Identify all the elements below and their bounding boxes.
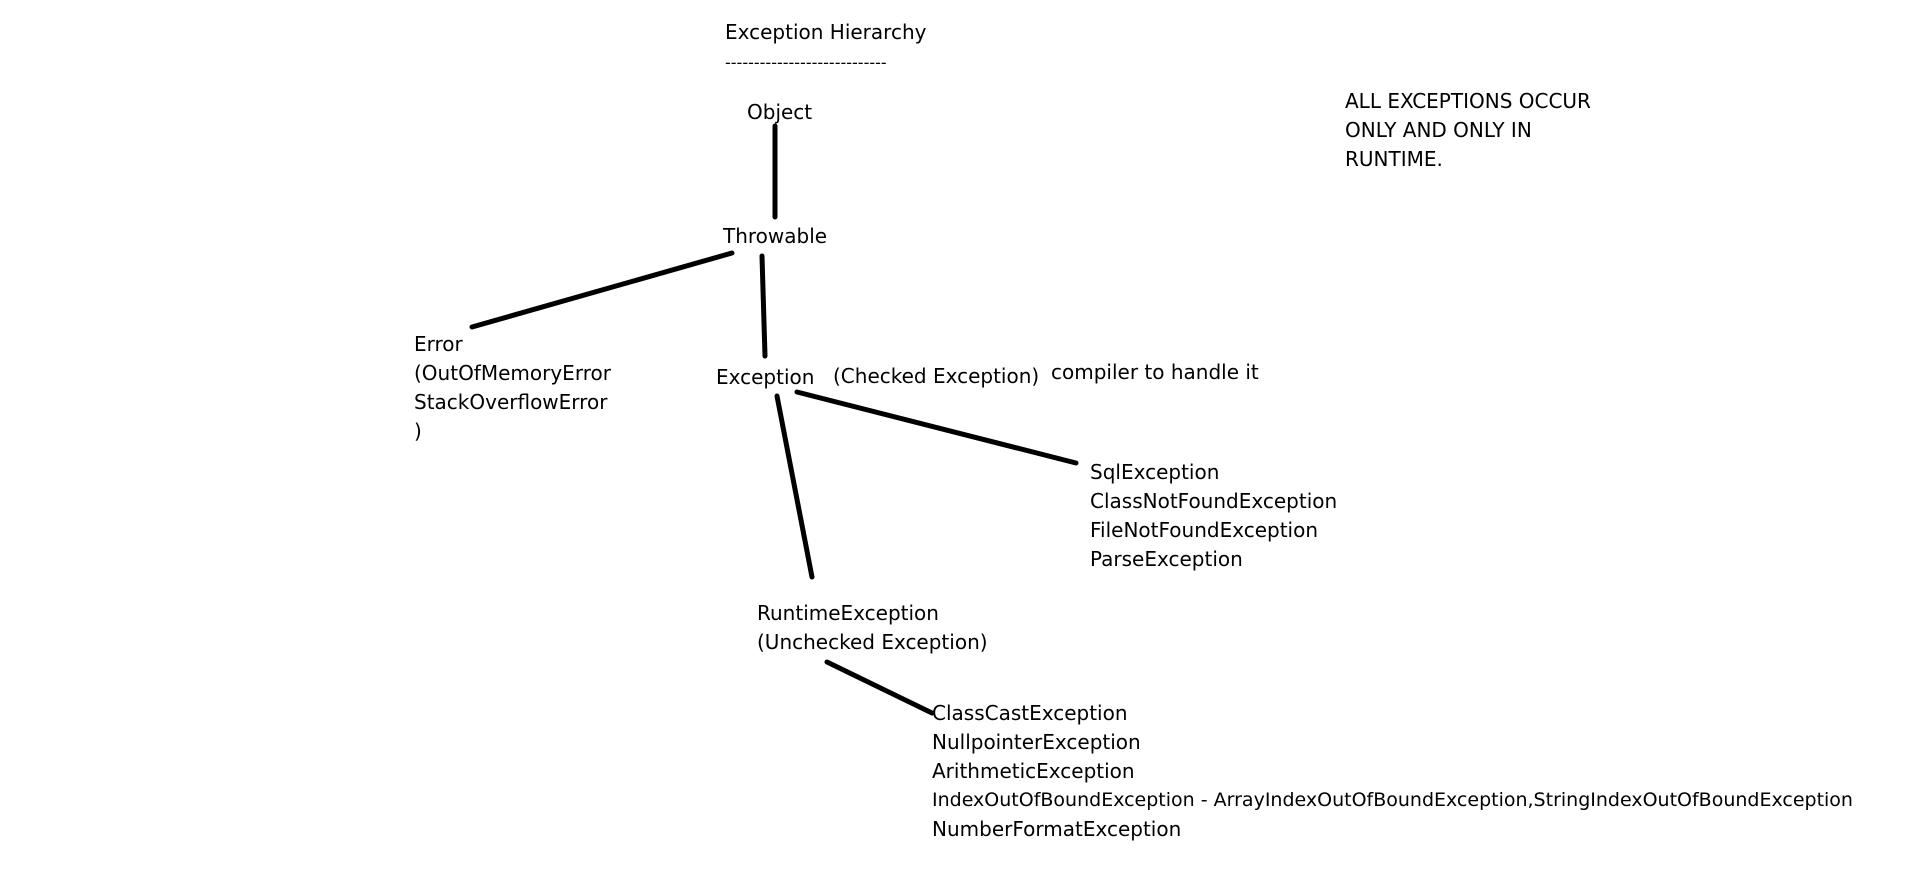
runtime-line: RuntimeException [757, 601, 939, 625]
diagram-title: Exception Hierarchy [725, 20, 927, 44]
error-line: ) [414, 419, 422, 443]
list-item: ClassCastException [932, 701, 1128, 725]
unchecked-exceptions-list: ClassCastException NullpointerException … [932, 699, 1853, 844]
node-error: Error (OutOfMemoryError StackOverflowErr… [414, 330, 611, 446]
edge-throwable-exception [759, 253, 768, 359]
edge-exception-runtime [774, 393, 815, 580]
note-line: RUNTIME. [1345, 147, 1443, 171]
edge-runtime-unchecked [824, 659, 935, 716]
compiler-note: compiler to handle it [1051, 360, 1259, 384]
runtime-note: ALL EXCEPTIONS OCCUR ONLY AND ONLY IN RU… [1345, 87, 1591, 174]
note-line: ALL EXCEPTIONS OCCUR [1345, 89, 1591, 113]
checked-exceptions-list: SqlException ClassNotFoundException File… [1090, 458, 1337, 574]
list-item: ParseException [1090, 547, 1243, 571]
edge-exception-checked [794, 389, 1079, 466]
title-underline: ---------------------------- [725, 53, 887, 72]
node-object: Object [747, 100, 813, 124]
checked-exception-label: (Checked Exception) [833, 364, 1040, 388]
list-item: FileNotFoundException [1090, 518, 1319, 542]
list-item: NullpointerException [932, 730, 1141, 754]
list-item: ClassNotFoundException [1090, 489, 1338, 513]
list-item: IndexOutOfBoundException - ArrayIndexOut… [932, 789, 1853, 811]
note-line: ONLY AND ONLY IN [1345, 118, 1532, 142]
node-exception: Exception [716, 365, 815, 389]
list-item: SqlException [1090, 460, 1220, 484]
node-runtime-exception: RuntimeException (Unchecked Exception) [757, 599, 988, 657]
error-line: (OutOfMemoryError [414, 361, 611, 385]
list-item: ArithmeticException [932, 759, 1135, 783]
error-line: Error [414, 332, 463, 356]
node-throwable: Throwable [723, 224, 828, 248]
error-line: StackOverflowError [414, 390, 608, 414]
list-item: NumberFormatException [932, 817, 1182, 841]
runtime-line: (Unchecked Exception) [757, 630, 988, 654]
edge-throwable-error [469, 250, 735, 330]
